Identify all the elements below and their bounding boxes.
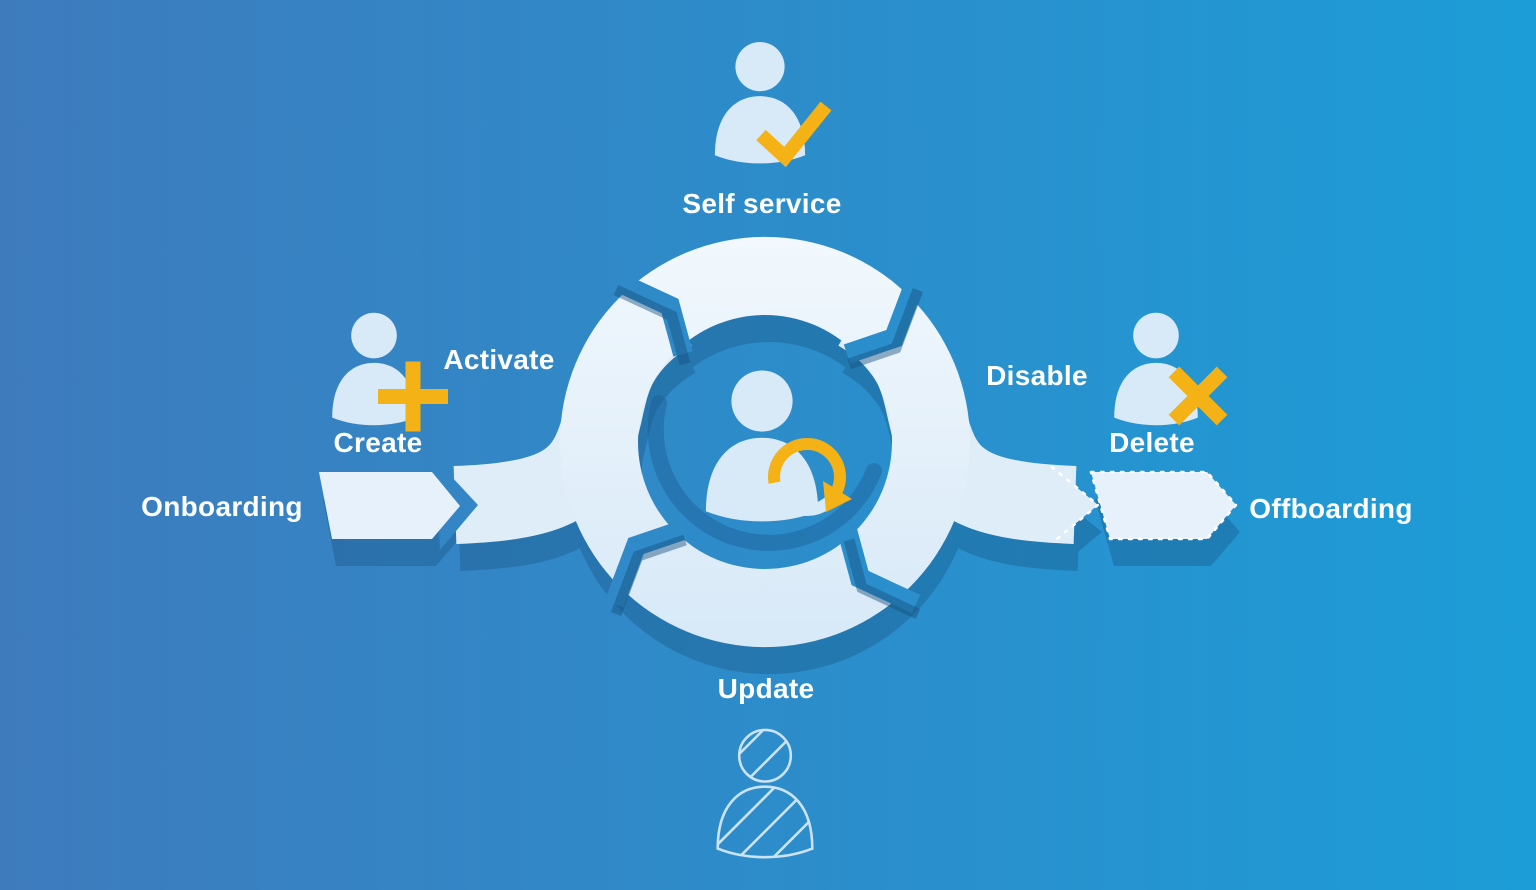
user-icon-create	[332, 312, 448, 432]
user-icon-self-service	[714, 42, 832, 168]
label-self-service: Self service	[682, 188, 841, 219]
offboarding-band-tip	[1052, 467, 1098, 543]
label-activate: Activate	[443, 344, 554, 375]
label-delete: Delete	[1109, 427, 1195, 458]
label-create: Create	[334, 427, 423, 458]
check-icon	[756, 101, 832, 168]
label-onboarding: Onboarding	[141, 491, 303, 522]
refresh-icon	[768, 437, 852, 517]
offboarding-arrow-icon	[1089, 470, 1238, 541]
label-disable: Disable	[986, 360, 1088, 391]
ring-inner-shadow	[647, 395, 882, 551]
ring-segment-gaps	[604, 270, 926, 614]
plus-icon	[378, 361, 448, 432]
gap-inner-shadows	[610, 285, 924, 619]
user-icon-delete	[1114, 312, 1228, 426]
label-update: Update	[718, 673, 815, 704]
user-icon-update-center	[705, 370, 852, 522]
offboarding-band-tip-dashes	[1050, 465, 1100, 545]
x-icon	[1168, 366, 1228, 426]
hatched-user-outline-icon	[716, 728, 814, 859]
onboarding-arrow-icon	[319, 472, 460, 539]
label-offboarding: Offboarding	[1249, 493, 1413, 524]
